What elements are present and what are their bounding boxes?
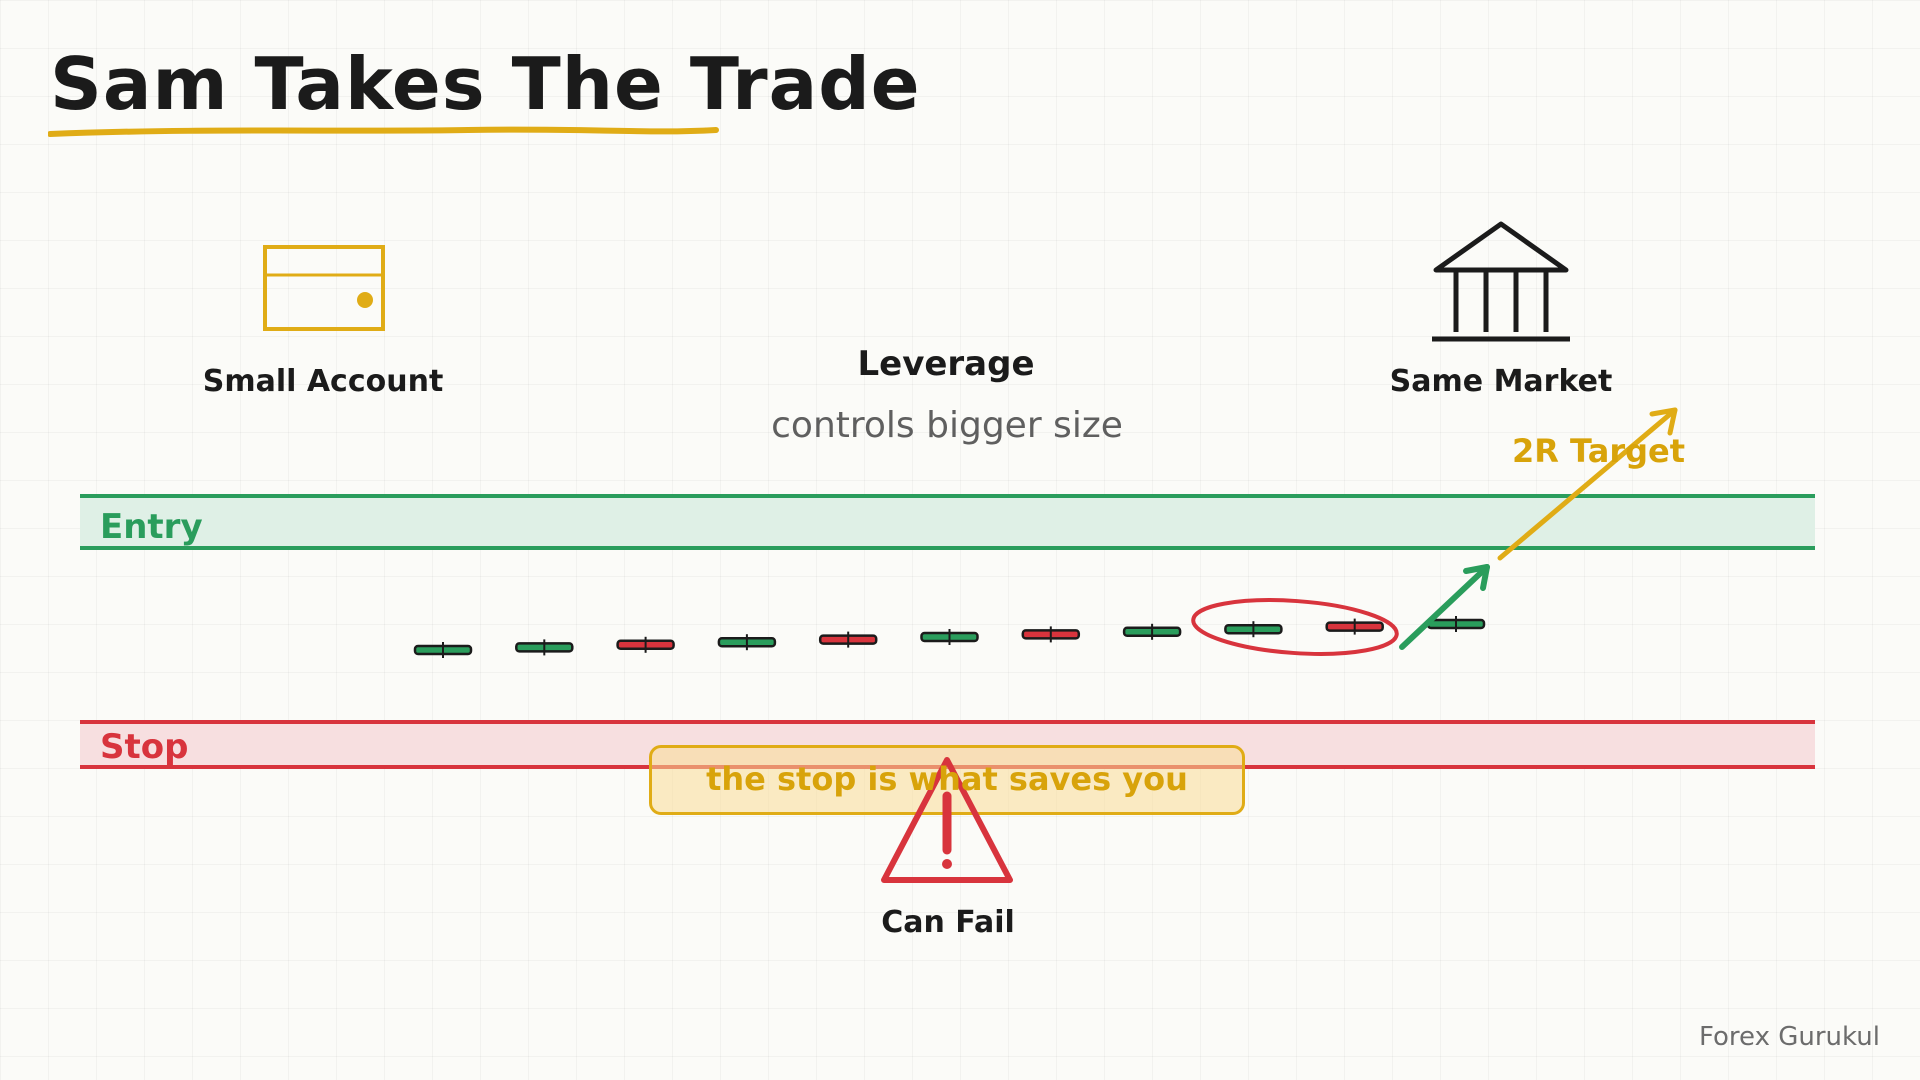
leverage-label: Leverage <box>857 344 1035 384</box>
warning-triangle-icon <box>881 757 1013 883</box>
page-title: Sam Takes The Trade <box>50 42 921 126</box>
can-fail-label: Can Fail <box>881 905 1015 940</box>
note-text: the stop is what saves you <box>706 760 1188 798</box>
title-underline <box>48 126 719 137</box>
leverage-subtitle: controls bigger size <box>771 405 1123 446</box>
breakout-arrow <box>1399 564 1490 650</box>
bank-building-icon <box>1432 221 1570 342</box>
small-account-label: Small Account <box>202 364 444 399</box>
target-arrow <box>1497 407 1678 561</box>
watermark: Forex Gurukul <box>1699 1022 1880 1052</box>
stop-label: Stop <box>100 727 189 767</box>
entry-label: Entry <box>100 507 203 547</box>
wallet-icon <box>263 245 385 331</box>
highlight-circle <box>1191 598 1399 656</box>
target-label: 2R Target <box>1512 432 1686 470</box>
same-market-label: Same Market <box>1389 364 1613 399</box>
